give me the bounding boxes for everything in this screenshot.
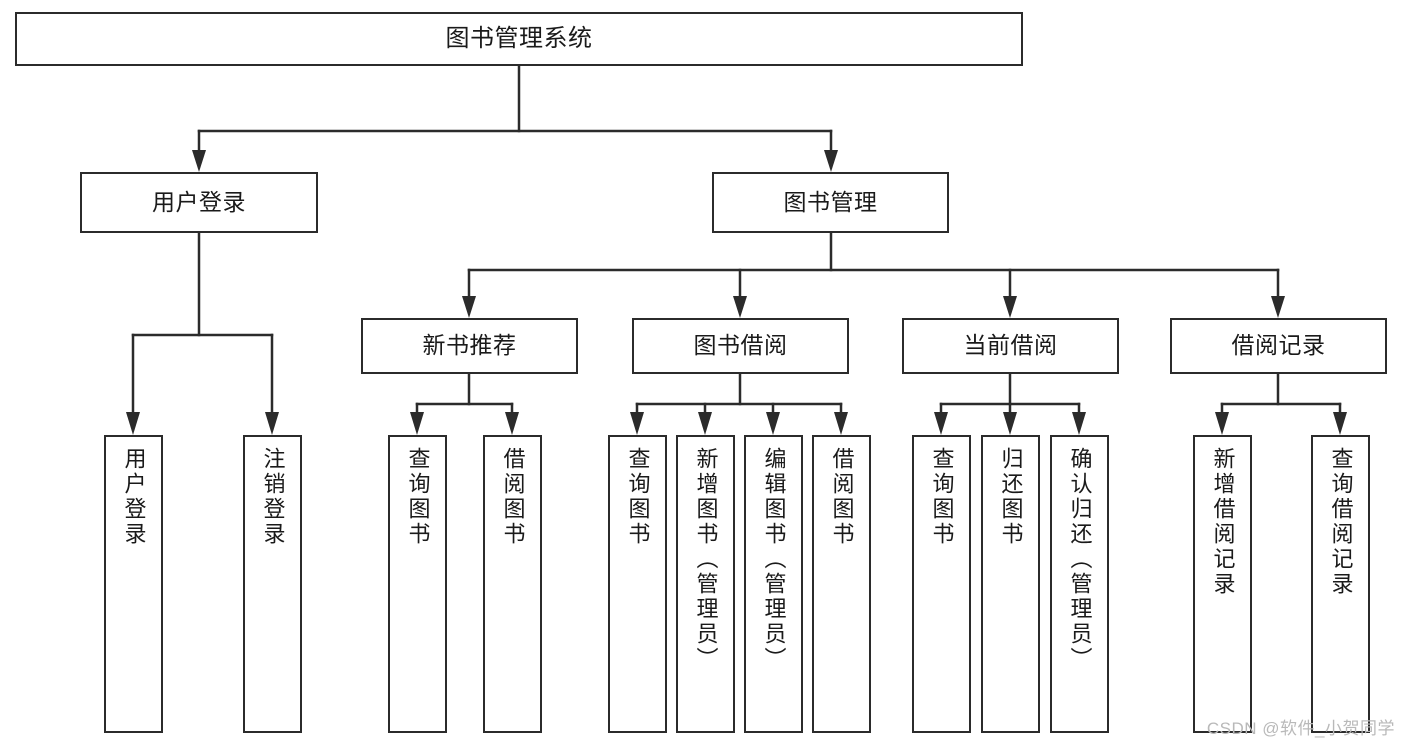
leaf-label: 归还图书 — [998, 447, 1024, 547]
arrow-newbook-leaf-2 — [505, 412, 519, 435]
arrow-current-leaf-2 — [1003, 412, 1017, 435]
leaf-borrow-add-book[interactable]: 新增图书（管理员） — [676, 435, 735, 733]
leaf-new-book-borrow[interactable]: 借阅图书 — [483, 435, 542, 733]
arrow-borrow-leaf-3 — [766, 412, 780, 435]
node-book-borrow[interactable]: 图书借阅 — [632, 318, 849, 374]
leaf-current-return[interactable]: 归还图书 — [981, 435, 1040, 733]
arrow-current-leaf-3 — [1072, 412, 1086, 435]
arrow-userlogin-leaf-1 — [126, 412, 140, 435]
leaf-label: 编辑图书（管理员） — [761, 447, 787, 672]
leaf-label: 查询图书 — [625, 447, 651, 547]
node-user-login[interactable]: 用户登录 — [80, 172, 318, 233]
leaf-label: 查询借阅记录 — [1328, 447, 1354, 597]
arrow-current — [1003, 296, 1017, 318]
leaf-label: 借阅图书 — [829, 447, 855, 547]
arrow-record-leaf-1 — [1215, 412, 1229, 435]
arrow-borrow — [733, 296, 747, 318]
arrow-record-leaf-2 — [1333, 412, 1347, 435]
node-new-book-recommend[interactable]: 新书推荐 — [361, 318, 578, 374]
leaf-new-book-query[interactable]: 查询图书 — [388, 435, 447, 733]
leaf-label: 用户登录 — [121, 447, 147, 547]
leaf-user-login-logout[interactable]: 注销登录 — [243, 435, 302, 733]
arrow-borrow-leaf-1 — [630, 412, 644, 435]
leaf-current-query[interactable]: 查询图书 — [912, 435, 971, 733]
leaf-record-query[interactable]: 查询借阅记录 — [1311, 435, 1370, 733]
leaf-label: 新增借阅记录 — [1210, 447, 1236, 597]
node-current-borrow[interactable]: 当前借阅 — [902, 318, 1119, 374]
leaf-label: 确认归还（管理员） — [1067, 447, 1093, 672]
node-book-management[interactable]: 图书管理 — [712, 172, 949, 233]
watermark: CSDN @软件_小贺同学 — [1206, 719, 1395, 738]
leaf-record-add[interactable]: 新增借阅记录 — [1193, 435, 1252, 733]
arrow-borrow-leaf-4 — [834, 412, 848, 435]
leaf-label: 借阅图书 — [500, 447, 526, 547]
arrow-current-leaf-1 — [934, 412, 948, 435]
leaf-borrow-query[interactable]: 查询图书 — [608, 435, 667, 733]
arrow-userlogin-leaf-2 — [265, 412, 279, 435]
arrow-record — [1271, 296, 1285, 318]
leaf-borrow-edit-book[interactable]: 编辑图书（管理员） — [744, 435, 803, 733]
arrow-newbook — [462, 296, 476, 318]
arrow-newbook-leaf-1 — [410, 412, 424, 435]
leaf-borrow-borrow-book[interactable]: 借阅图书 — [812, 435, 871, 733]
node-root[interactable]: 图书管理系统 — [15, 12, 1023, 66]
arrow-userlogin — [192, 150, 206, 172]
leaf-label: 查询图书 — [929, 447, 955, 547]
leaf-current-confirm-return[interactable]: 确认归还（管理员） — [1050, 435, 1109, 733]
arrow-bookmgmt — [824, 150, 838, 172]
arrow-borrow-leaf-2 — [698, 412, 712, 435]
node-borrow-record[interactable]: 借阅记录 — [1170, 318, 1387, 374]
leaf-label: 新增图书（管理员） — [693, 447, 719, 672]
leaf-label: 注销登录 — [260, 447, 286, 547]
leaf-user-login-login[interactable]: 用户登录 — [104, 435, 163, 733]
leaf-label: 查询图书 — [405, 447, 431, 547]
